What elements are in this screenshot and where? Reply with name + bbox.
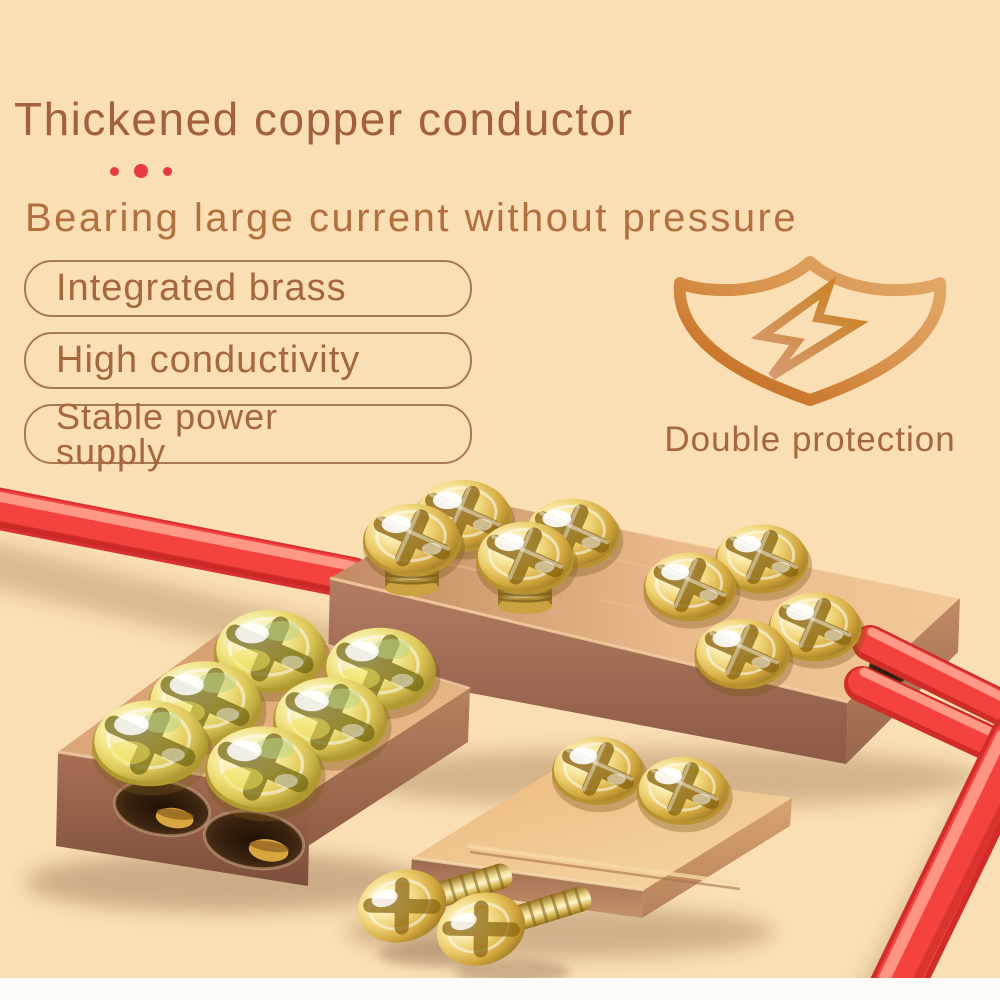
- protection-block: Double protection: [640, 252, 980, 460]
- feature-badge-stable-power-supply: Stable power supply: [24, 398, 472, 469]
- block-shadow: [25, 852, 425, 912]
- block-right-face: [642, 798, 792, 918]
- shield-outline: [673, 256, 947, 406]
- feature-badges: Integrated brass High conductivity Stabl…: [24, 260, 472, 469]
- milled-groove: [467, 844, 739, 885]
- block-front-face: [328, 578, 848, 764]
- block-right-face: [308, 688, 470, 846]
- shield-lightning-icon: [673, 256, 947, 406]
- dot-icon: [110, 166, 119, 176]
- protection-caption: Double protection: [664, 420, 956, 459]
- brass-screw: [549, 725, 650, 814]
- feature-badge-label: Stable power supply: [56, 395, 279, 472]
- dots-decoration: [110, 162, 172, 180]
- feature-badge-label: Integrated brass: [56, 266, 347, 309]
- page-title: Thickened copper conductor: [14, 93, 634, 145]
- feature-badge-high-conductivity: High conductivity: [24, 332, 472, 389]
- lightning-bolt-outline: [750, 276, 869, 380]
- dot-icon: [134, 164, 148, 178]
- wire-entry-hole: [202, 809, 306, 871]
- feature-badge-integrated-brass: Integrated brass: [24, 260, 472, 317]
- terminal-block-left: [25, 596, 471, 912]
- wire-entry-hole: [112, 778, 212, 838]
- red-wire-corner: [856, 718, 1000, 1000]
- page-subtitle: Bearing large current without pressure: [25, 196, 799, 240]
- footer-band: [0, 978, 1000, 1000]
- dot-icon: [163, 166, 172, 176]
- feature-badge-label: High conductivity: [56, 338, 361, 381]
